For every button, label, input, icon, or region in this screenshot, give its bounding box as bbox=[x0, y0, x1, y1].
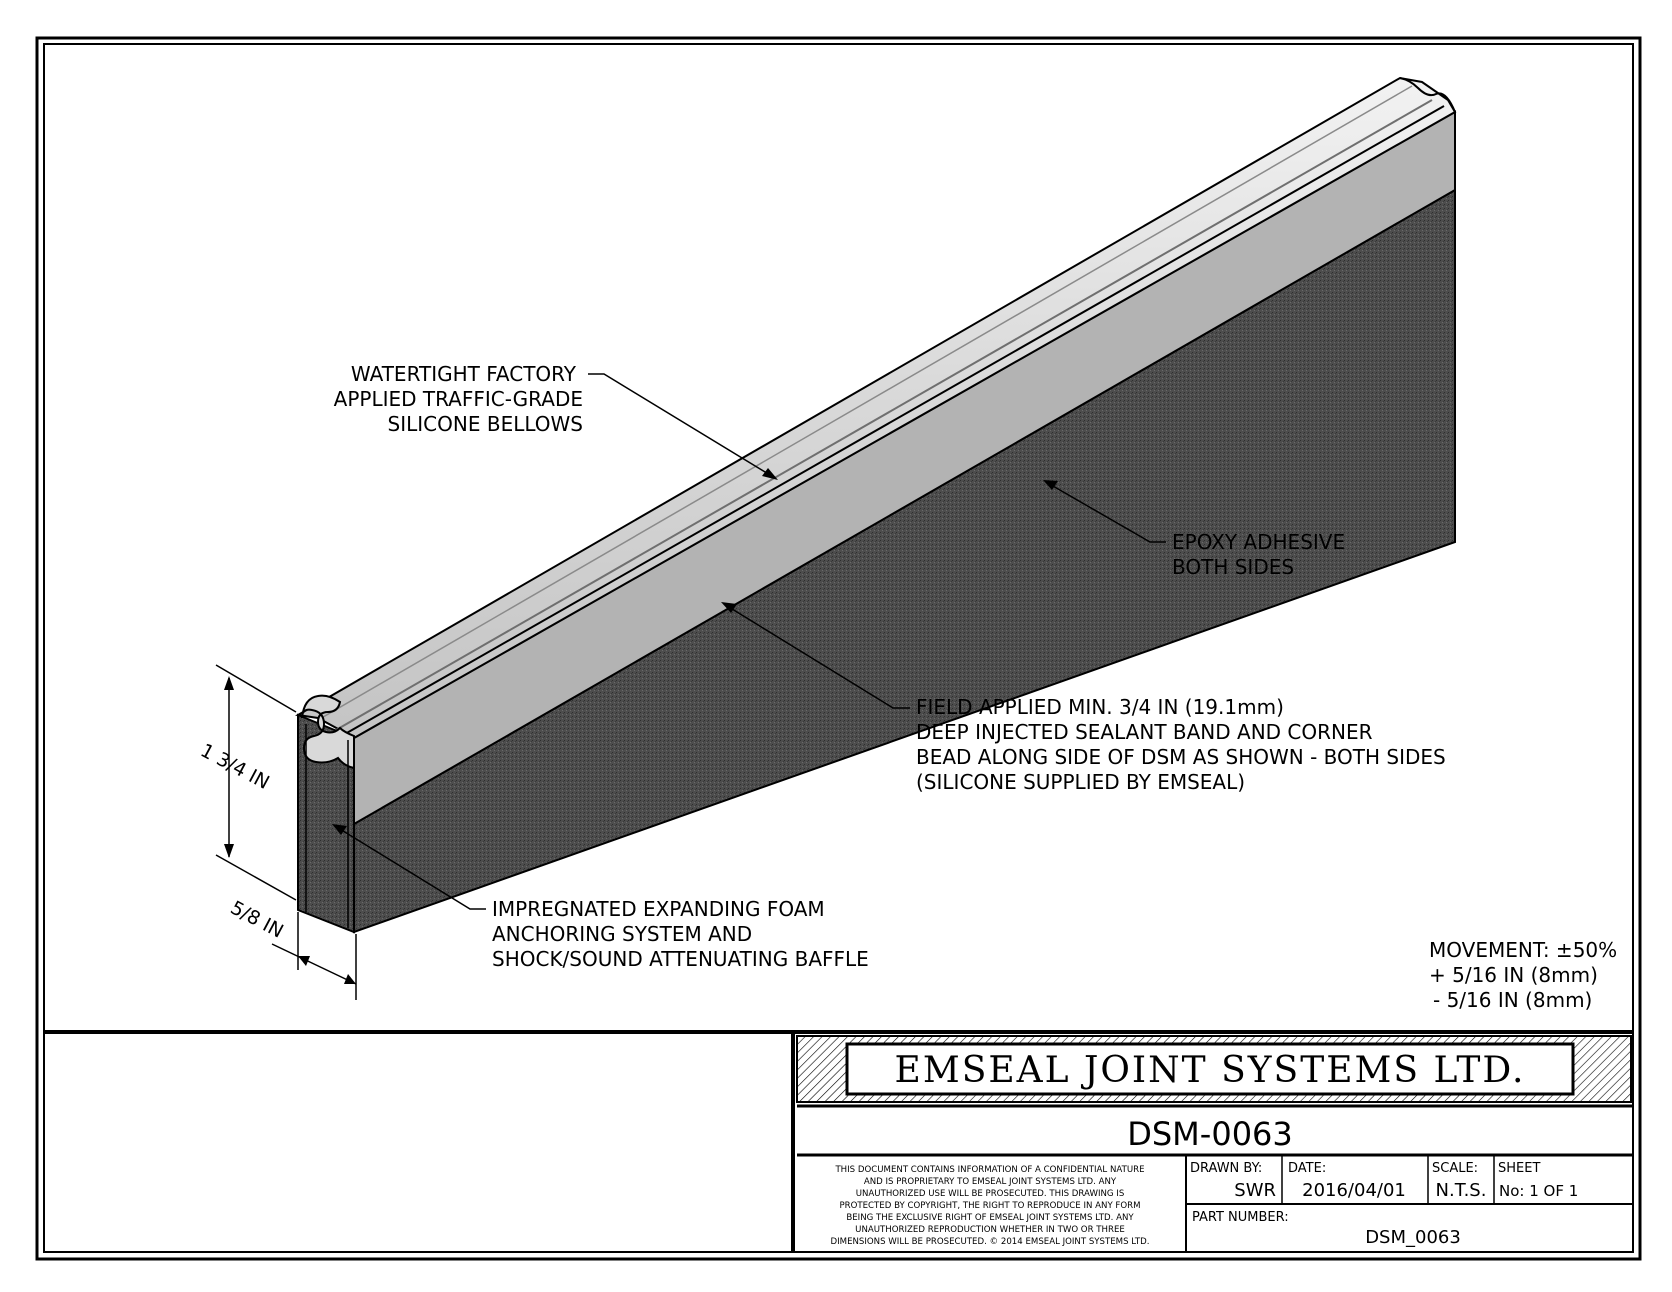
callout-bellows-line-1: WATERTIGHT FACTORY bbox=[351, 362, 577, 386]
callout-sealant: FIELD APPLIED MIN. 3/4 IN (19.1mm) DEEP … bbox=[721, 602, 1446, 794]
notice-line-4: PROTECTED BY COPYRIGHT, THE RIGHT TO REP… bbox=[839, 1201, 1140, 1211]
title-block: EMSEAL JOINT SYSTEMS LTD. DSM-0063 THIS … bbox=[796, 1035, 1633, 1252]
scale-label: SCALE: bbox=[1432, 1161, 1478, 1176]
notice-line-6: UNAUTHORIZED REPRODUCTION WHETHER IN TWO… bbox=[855, 1225, 1125, 1235]
notice-line-3: UNAUTHORIZED USE WILL BE PROSECUTED. THI… bbox=[856, 1189, 1125, 1199]
dimension-width-label: 5/8 IN bbox=[227, 897, 287, 943]
sheet-label: SHEET bbox=[1498, 1161, 1540, 1176]
product-isometric bbox=[295, 76, 1457, 934]
sheet-value: No: 1 OF 1 bbox=[1499, 1182, 1578, 1200]
date-value: 2016/04/01 bbox=[1302, 1180, 1406, 1201]
drawn-by-label: DRAWN BY: bbox=[1190, 1161, 1262, 1176]
movement-line-1: MOVEMENT: ±50% bbox=[1429, 938, 1617, 962]
notice-line-5: BEING THE EXCLUSIVE RIGHT OF EMSEAL JOIN… bbox=[846, 1213, 1134, 1223]
callout-foam: IMPREGNATED EXPANDING FOAM ANCHORING SYS… bbox=[332, 824, 869, 971]
notice-line-1: THIS DOCUMENT CONTAINS INFORMATION OF A … bbox=[834, 1165, 1144, 1175]
callout-epoxy: EPOXY ADHESIVE BOTH SIDES bbox=[1043, 480, 1345, 579]
outer-border bbox=[35, 36, 1642, 1261]
inner-border bbox=[43, 43, 1634, 1253]
movement-line-2: + 5/16 IN (8mm) bbox=[1429, 963, 1598, 987]
movement-note: MOVEMENT: ±50% + 5/16 IN (8mm) - 5/16 IN… bbox=[1429, 938, 1617, 1012]
drawing-number: DSM-0063 bbox=[1127, 1115, 1293, 1153]
company-name: EMSEAL JOINT SYSTEMS LTD. bbox=[895, 1050, 1526, 1091]
callout-sealant-line-1: FIELD APPLIED MIN. 3/4 IN (19.1mm) bbox=[916, 695, 1284, 719]
callout-epoxy-line-1: EPOXY ADHESIVE bbox=[1172, 530, 1345, 554]
date-label: DATE: bbox=[1288, 1161, 1326, 1176]
drawn-by-value: SWR bbox=[1234, 1180, 1276, 1201]
callout-foam-line-2: ANCHORING SYSTEM AND bbox=[492, 922, 752, 946]
callout-bellows-line-3: SILICONE BELLOWS bbox=[388, 412, 583, 436]
scale-value: N.T.S. bbox=[1436, 1180, 1487, 1201]
bellows-profile bbox=[301, 694, 355, 770]
callout-sealant-line-2: DEEP INJECTED SEALANT BAND AND CORNER bbox=[916, 720, 1373, 744]
part-number-value: DSM_0063 bbox=[1365, 1227, 1461, 1248]
movement-line-3: - 5/16 IN (8mm) bbox=[1433, 988, 1592, 1012]
callout-bellows: WATERTIGHT FACTORY APPLIED TRAFFIC-GRADE… bbox=[334, 362, 778, 480]
callout-sealant-line-4: (SILICONE SUPPLIED BY EMSEAL) bbox=[916, 770, 1245, 794]
callout-foam-line-1: IMPREGNATED EXPANDING FOAM bbox=[492, 897, 825, 921]
notice-line-2: AND IS PROPRIETARY TO EMSEAL JOINT SYSTE… bbox=[864, 1177, 1117, 1187]
part-number-label: PART NUMBER: bbox=[1192, 1210, 1289, 1225]
callout-sealant-line-3: BEAD ALONG SIDE OF DSM AS SHOWN - BOTH S… bbox=[916, 745, 1446, 769]
callout-foam-line-3: SHOCK/SOUND ATTENUATING BAFFLE bbox=[492, 947, 869, 971]
callout-epoxy-line-2: BOTH SIDES bbox=[1172, 555, 1294, 579]
notice-line-7: DIMENSIONS WILL BE PROSECUTED. © 2014 EM… bbox=[831, 1237, 1150, 1247]
dimension-height-label: 1 3/4 IN bbox=[197, 739, 273, 793]
dimension-height: 1 3/4 IN bbox=[197, 664, 297, 901]
callout-bellows-line-2: APPLIED TRAFFIC-GRADE bbox=[334, 387, 583, 411]
